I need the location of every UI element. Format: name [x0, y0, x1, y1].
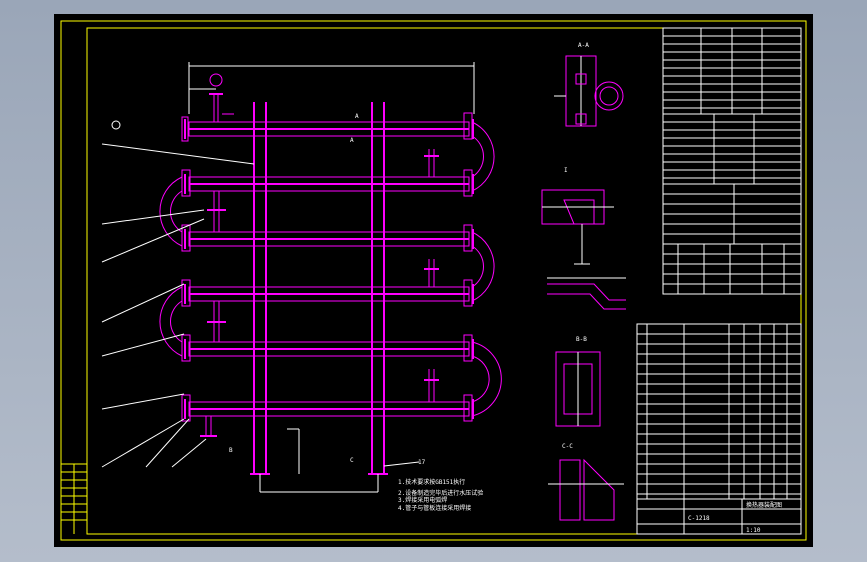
- section-detail-1: I: [541, 167, 614, 265]
- section-bb-label: B-B: [576, 336, 587, 343]
- svg-text:I: I: [564, 167, 568, 174]
- title-block: C-1218 换热器装配图 1:10: [636, 498, 802, 535]
- note-line-1: 1.技术要求按GB151执行: [398, 478, 465, 486]
- section-cc-label: C-C: [562, 443, 573, 450]
- tube-row-6: [184, 399, 474, 419]
- design-data-table: [662, 27, 802, 115]
- note-line-3: 3.焊接采用电弧焊: [398, 496, 447, 504]
- view-label-c: C: [350, 457, 354, 464]
- note-line-4: 4.管子与管板连接采用焊接: [398, 504, 471, 512]
- standards-table: [662, 183, 802, 245]
- drawing-caption: 换热器装配图: [746, 501, 782, 509]
- callout-17: 17: [418, 459, 426, 466]
- inner-border: [86, 27, 802, 535]
- tube-row-3: [184, 229, 474, 249]
- sheet-border: [60, 20, 807, 541]
- view-label-a: A: [355, 113, 359, 120]
- tube-row-2: [184, 174, 474, 194]
- main-elevation-view: A A B C 17 1.技术要求按GB151执行 2.设备制造完毕后进行水压试…: [101, 62, 502, 512]
- drawing-number: C-1218: [688, 515, 710, 522]
- note-line-2: 2.设备制造完毕后进行水压试验: [398, 489, 483, 497]
- section-detail-2: [547, 277, 626, 310]
- svg-text:A: A: [350, 137, 354, 144]
- tube-row-5: [184, 339, 474, 359]
- section-aa-label: A-A: [578, 42, 589, 49]
- section-bb-view: B-B: [555, 336, 601, 427]
- section-aa-view: A-A: [554, 42, 624, 127]
- drawing-scale: 1:10: [746, 527, 761, 534]
- drawing-canvas: A A B C 17 1.技术要求按GB151执行 2.设备制造完毕后进行水压试…: [60, 20, 807, 541]
- tube-row-1: [184, 119, 474, 139]
- inspection-table: [662, 113, 802, 185]
- nozzle-table: [662, 243, 802, 295]
- section-cc-view: C-C: [548, 443, 624, 521]
- tube-row-4: [184, 284, 474, 304]
- parts-list-table: [636, 323, 802, 500]
- drawing-sheet: A A B C 17 1.技术要求按GB151执行 2.设备制造完毕后进行水压试…: [54, 14, 813, 547]
- view-label-b: B: [229, 447, 233, 454]
